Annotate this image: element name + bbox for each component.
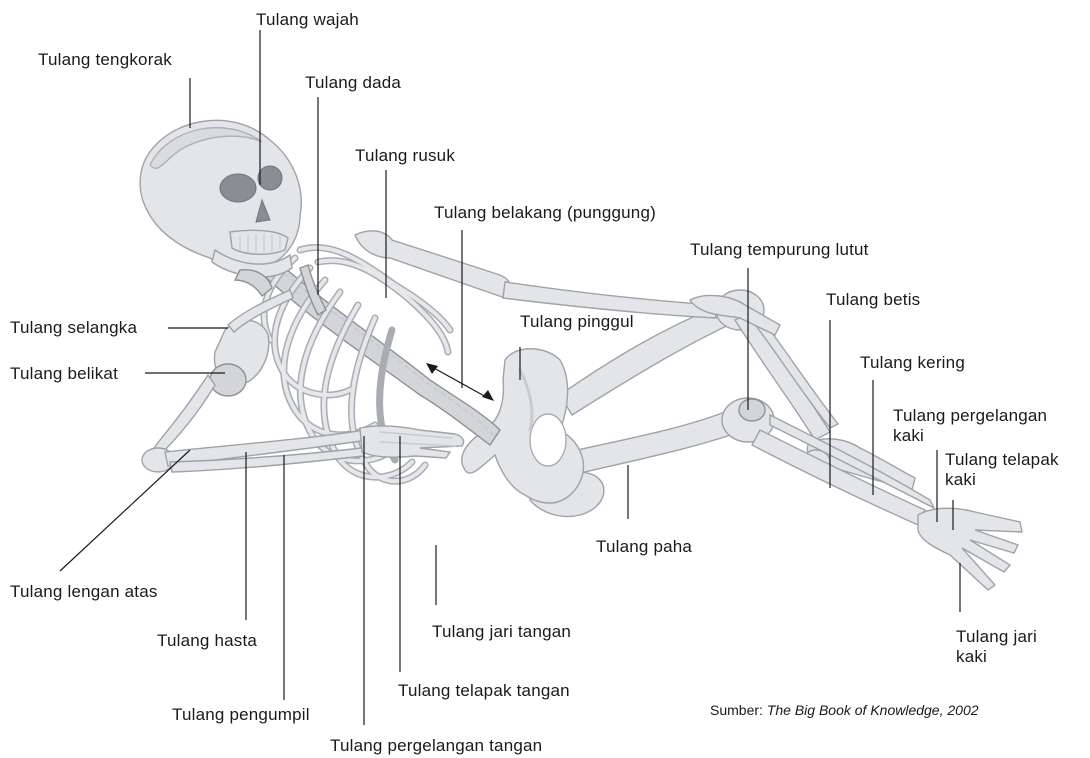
label-line: Tulang pergelangan	[893, 406, 1047, 425]
label-tulang-hasta: Tulang hasta	[157, 631, 257, 651]
label-tulang-telapak-tangan: Tulang telapak tangan	[398, 681, 570, 701]
label-tulang-jari-kaki: Tulang jari kaki	[956, 627, 1037, 667]
source-prefix: Sumber:	[710, 702, 763, 718]
label-tulang-dada: Tulang dada	[305, 73, 401, 93]
label-tulang-jari-tangan: Tulang jari tangan	[432, 622, 571, 642]
source-title: The Big Book of Knowledge, 2002	[767, 702, 979, 718]
label-tulang-kering: Tulang kering	[860, 353, 965, 373]
label-tulang-wajah: Tulang wajah	[256, 10, 359, 30]
label-tulang-belikat: Tulang belikat	[10, 364, 118, 384]
label-tulang-telapak-kaki: Tulang telapak kaki	[945, 450, 1059, 490]
label-tulang-tengkorak: Tulang tengkorak	[38, 50, 172, 70]
label-line: kaki	[956, 647, 987, 666]
label-tulang-belakang: Tulang belakang (punggung)	[434, 203, 656, 223]
label-tulang-pinggul: Tulang pinggul	[520, 312, 634, 332]
label-tulang-pengumpil: Tulang pengumpil	[172, 705, 310, 725]
label-tulang-selangka: Tulang selangka	[10, 318, 137, 338]
label-line: Tulang telapak	[945, 450, 1059, 469]
label-tulang-pergelangan-tangan: Tulang pergelangan tangan	[330, 736, 542, 756]
label-line: kaki	[893, 426, 924, 445]
label-line: Tulang jari	[956, 627, 1037, 646]
label-tulang-pergelangan-kaki: Tulang pergelangan kaki	[893, 406, 1047, 446]
label-tulang-lengan-atas: Tulang lengan atas	[10, 582, 158, 602]
label-tulang-tempurung-lutut: Tulang tempurung lutut	[690, 240, 869, 260]
skull	[140, 120, 301, 296]
label-tulang-paha: Tulang paha	[596, 537, 692, 557]
label-line: kaki	[945, 470, 976, 489]
label-tulang-rusuk: Tulang rusuk	[355, 146, 455, 166]
label-tulang-betis: Tulang betis	[826, 290, 920, 310]
source-citation: Sumber: The Big Book of Knowledge, 2002	[710, 702, 979, 718]
